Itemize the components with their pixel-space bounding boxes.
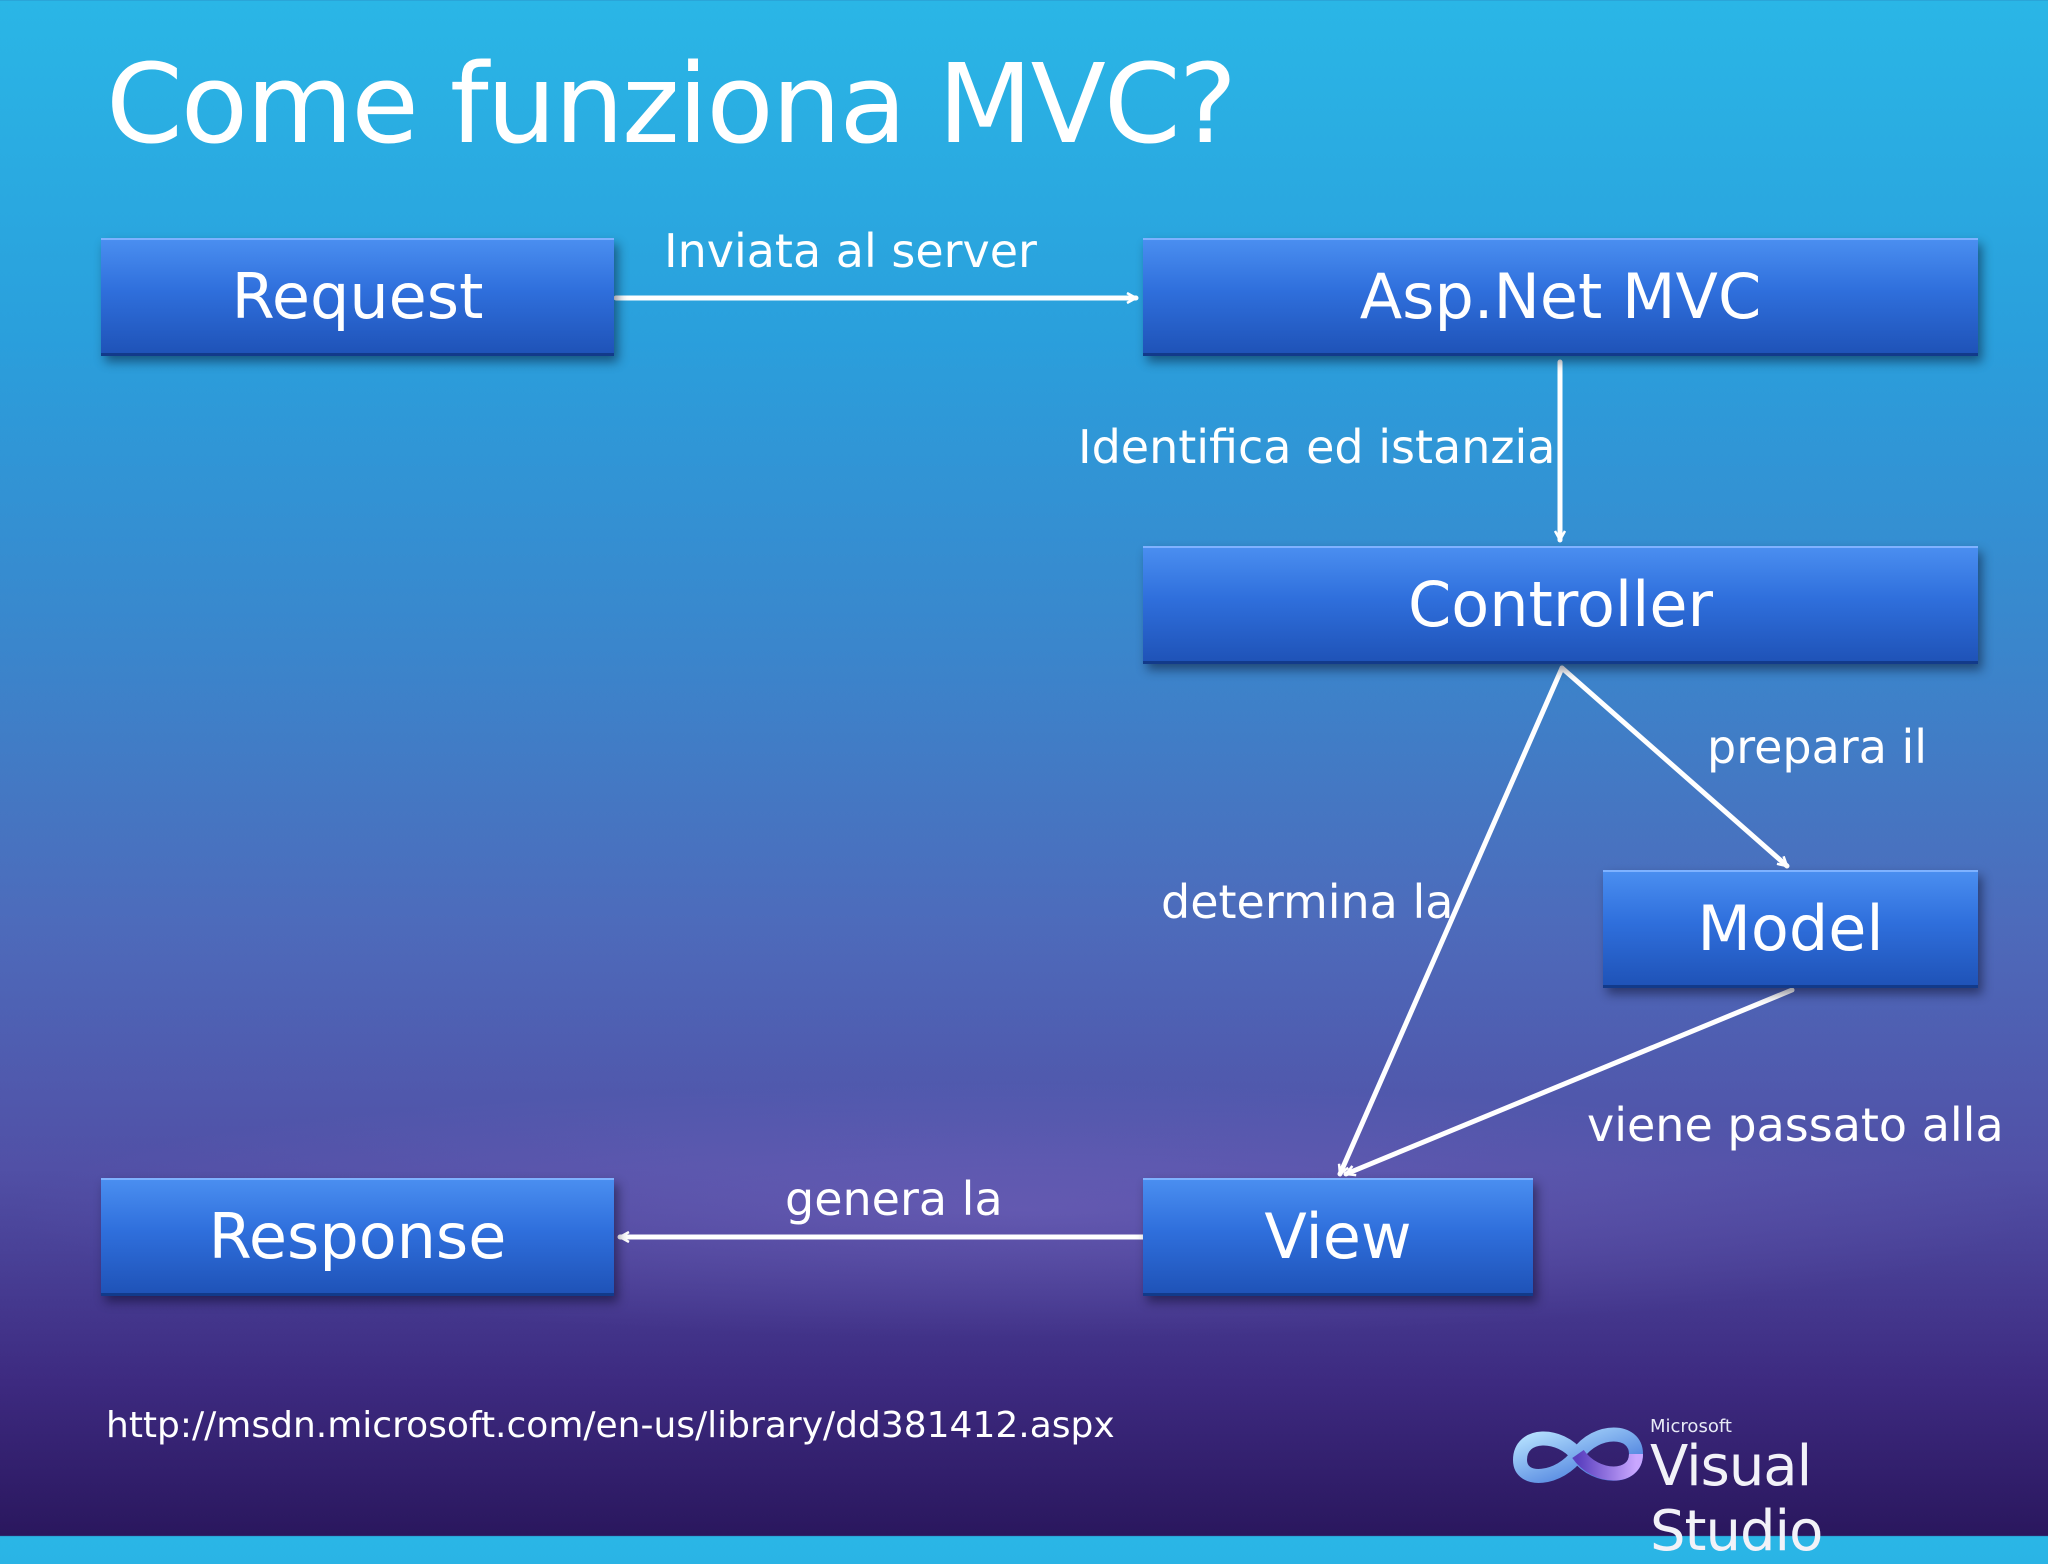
node-controller-label: Controller bbox=[1408, 568, 1713, 641]
edge-label-controller-to-model: prepara il bbox=[1707, 720, 1928, 774]
node-aspnet-mvc-label: Asp.Net MVC bbox=[1359, 260, 1762, 333]
visual-studio-logo: Microsoft Visual Studio bbox=[1508, 1410, 1968, 1564]
edge-label-view-to-response: genera la bbox=[785, 1172, 1003, 1226]
node-response: Response bbox=[101, 1178, 614, 1296]
infinity-icon bbox=[1512, 1427, 1644, 1483]
node-view-label: View bbox=[1264, 1200, 1412, 1273]
source-url: http://msdn.microsoft.com/en-us/library/… bbox=[106, 1405, 1115, 1446]
logo-company: Microsoft bbox=[1650, 1416, 1732, 1437]
node-response-label: Response bbox=[208, 1200, 507, 1273]
node-model-label: Model bbox=[1697, 892, 1884, 965]
node-request-label: Request bbox=[231, 260, 484, 333]
edge-label-model-to-view: viene passato alla bbox=[1587, 1098, 2004, 1152]
slide-title: Come funziona MVC? bbox=[106, 40, 1237, 168]
logo-product: Visual Studio bbox=[1650, 1434, 1823, 1564]
node-aspnet-mvc: Asp.Net MVC bbox=[1143, 238, 1978, 356]
node-view: View bbox=[1143, 1178, 1533, 1296]
edge-label-mvc-to-controller: Identifica ed istanzia bbox=[1078, 420, 1556, 474]
node-model: Model bbox=[1603, 870, 1978, 988]
arrow-controller-to-model bbox=[1559, 665, 1790, 869]
arrow-controller-to-view bbox=[1337, 665, 1565, 1177]
node-request: Request bbox=[101, 238, 614, 356]
edge-label-request-to-mvc: Inviata al server bbox=[664, 224, 1037, 278]
arrow-model-to-view bbox=[1343, 987, 1795, 1177]
node-controller: Controller bbox=[1143, 546, 1978, 664]
edge-label-controller-to-view: determina la bbox=[1161, 875, 1454, 929]
